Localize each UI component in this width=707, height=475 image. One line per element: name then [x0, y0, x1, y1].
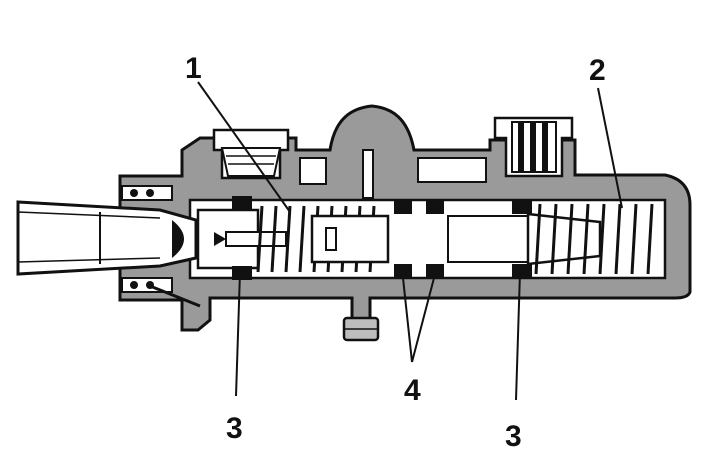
right-connector-rib-2	[530, 122, 536, 172]
left-connector	[220, 147, 282, 177]
primary-coil-3	[284, 205, 292, 273]
secondary-piston-body	[447, 215, 529, 263]
spring-retainer-pin	[325, 227, 337, 251]
leader-3-left	[235, 271, 241, 397]
secondary-coil-2	[550, 203, 558, 275]
dust-seal	[121, 185, 201, 308]
callout-1: 1	[185, 52, 202, 85]
linkage-arm	[149, 284, 201, 308]
secondary-coil-8	[646, 203, 654, 275]
secondary-coil-6	[614, 203, 622, 275]
leader-4b	[411, 277, 435, 363]
primary-coil-2	[270, 205, 278, 273]
leader-4a	[402, 277, 413, 363]
right-connector-rib-3	[542, 122, 548, 172]
spring-retainer	[310, 214, 390, 264]
reservoir-connectors	[220, 121, 557, 177]
callout-4: 4	[404, 374, 421, 407]
push-rod-tip	[172, 220, 184, 258]
seal-mid-top-1	[394, 200, 412, 214]
right-connector-rib-1	[518, 122, 524, 172]
seal-mid-top-2	[426, 200, 444, 214]
push-rod	[16, 200, 198, 276]
secondary-coil-4	[582, 203, 590, 275]
secondary-spring	[534, 203, 654, 275]
secondary-coil-3	[566, 203, 574, 275]
seals	[232, 196, 532, 280]
dust-seal-dot-2	[146, 189, 154, 197]
leader-3-right	[515, 271, 521, 401]
center-passage	[299, 157, 487, 185]
primary-piston	[196, 208, 287, 270]
seal-right-bottom	[512, 264, 532, 278]
callouts: 1 2 3 3 4	[185, 52, 606, 453]
callout-3-right: 3	[505, 420, 522, 453]
secondary-piston	[447, 212, 602, 266]
vent-plug	[362, 149, 374, 199]
dust-seal-dot-1	[130, 189, 138, 197]
secondary-coil-7	[630, 203, 638, 275]
seal-mid-bottom-1	[394, 264, 412, 278]
primary-piston-point	[214, 232, 226, 246]
primary-coil-1	[256, 205, 264, 273]
push-rod-line-1	[17, 211, 161, 219]
seal-left-top	[232, 196, 252, 210]
push-rod-line-2	[17, 257, 161, 263]
leader-1	[197, 81, 291, 213]
callout-2: 2	[589, 54, 606, 87]
callout-3-left: 3	[226, 412, 243, 445]
leader-2	[597, 87, 623, 209]
leader-lines	[197, 81, 623, 401]
dust-seal-dot-3	[130, 281, 138, 289]
secondary-coil-1	[534, 203, 542, 275]
push-rod-body	[16, 200, 198, 276]
seal-mid-bottom-2	[426, 264, 444, 278]
seal-right-top	[512, 200, 532, 214]
seal-left-bottom	[232, 266, 252, 280]
primary-coil-4	[298, 205, 306, 273]
secondary-coil-5	[598, 203, 606, 275]
spring-retainer-cup	[310, 214, 390, 264]
primary-piston-pin	[225, 231, 287, 247]
